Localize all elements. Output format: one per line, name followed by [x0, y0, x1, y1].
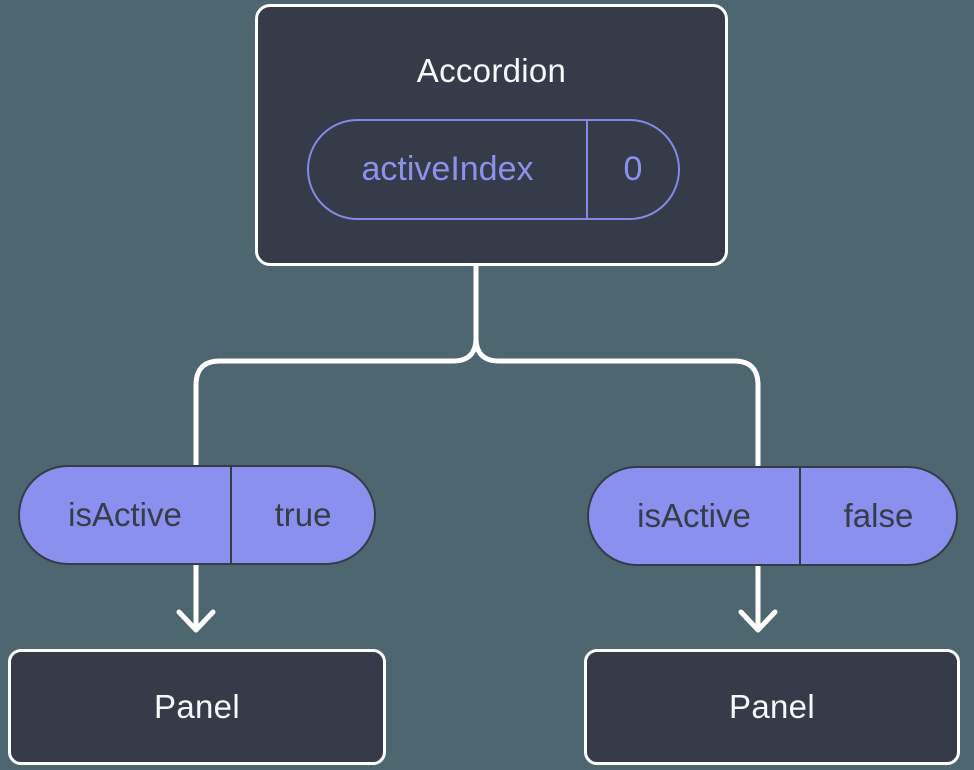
panel-node-right-title: Panel	[729, 688, 815, 725]
panel-node-right: Panel	[584, 649, 960, 765]
panel-node-left: Panel	[8, 649, 386, 765]
state-pill-value: 0	[623, 150, 643, 188]
left-down-arrowhead-icon	[176, 609, 216, 633]
panel-node-left-title: Panel	[154, 688, 240, 725]
state-pill-label: activeIndex	[309, 121, 588, 218]
prop-pill-left-value: true	[274, 496, 332, 533]
accordion-node-title: Accordion	[416, 52, 567, 89]
prop-pill-left: isActive true	[18, 465, 376, 565]
state-pill: activeIndex 0	[307, 119, 680, 220]
prop-pill-right: isActive false	[587, 466, 958, 566]
left-branch-line	[193, 259, 479, 631]
prop-pill-left-label: isActive	[20, 467, 232, 563]
right-branch-line	[473, 259, 761, 631]
accordion-node: Accordion activeIndex 0	[255, 4, 728, 266]
prop-pill-right-value: false	[843, 497, 914, 534]
prop-pill-right-label: isActive	[589, 468, 801, 564]
right-down-arrowhead-icon	[738, 609, 778, 633]
